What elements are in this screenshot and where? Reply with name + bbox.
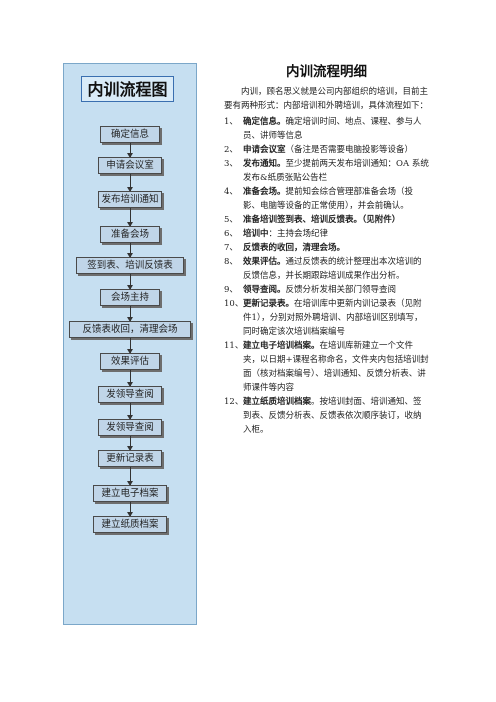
flow-step-prepare-venue: 准备会场 bbox=[100, 226, 160, 243]
flow-step-publish-notice: 发布培训通知 bbox=[98, 191, 162, 208]
flowchart-panel: 内训流程图 确定信息 申请会议室 发布培训通知 准备会场 签到表、培训反馈表 会… bbox=[63, 63, 197, 625]
flow-arrow bbox=[127, 436, 133, 451]
list-item: 11、建立电子培训档案。在培训库新建立一个文件夹，以日期+课程名称命名，文件夹内… bbox=[224, 341, 429, 393]
flow-arrow bbox=[127, 274, 133, 290]
flow-step-host-session: 会场主持 bbox=[100, 289, 160, 306]
list-item: 3、发布通知。至少提前两天发布培训通知：OA 系统发布&纸质张贴公告栏 bbox=[224, 159, 429, 183]
flow-step-leader-review-1: 发领导查阅 bbox=[98, 386, 162, 403]
flow-step-electronic-archive: 建立电子档案 bbox=[93, 485, 167, 502]
list-item: 5、准备培训签到表、培训反馈表。（见附件） bbox=[224, 215, 401, 225]
list-item: 12、建立纸质培训档案。按培训封面、培训通知、签到表、反馈分析表、反馈表依次顺序… bbox=[224, 397, 422, 435]
list-item: 8、效果评估。通过反馈表的统计整理出本次培训的反馈信息，并长期跟踪培训成果作出分… bbox=[224, 257, 422, 281]
flow-step-apply-meeting-room: 申请会议室 bbox=[98, 157, 162, 174]
document-title: 内训流程明细 bbox=[286, 64, 367, 80]
list-item: 2、申请会议室（备注是否需要电脑投影等设备） bbox=[224, 145, 414, 155]
flow-step-confirm-info: 确定信息 bbox=[100, 126, 160, 143]
flow-step-evaluate: 效果评估 bbox=[100, 353, 160, 370]
flow-step-paper-archive: 建立纸质档案 bbox=[93, 516, 167, 533]
flow-step-collect-feedback: 反馈表收回，清理会场 bbox=[69, 321, 191, 338]
flow-arrow bbox=[127, 243, 133, 258]
flow-arrow bbox=[127, 502, 133, 517]
flow-step-leader-review-2: 发领导查阅 bbox=[98, 419, 162, 436]
flow-step-update-record: 更新记录表 bbox=[98, 450, 162, 467]
list-item: 9、领导查阅。反馈分析发相关部门领导查阅 bbox=[224, 285, 397, 295]
flow-arrow bbox=[127, 338, 133, 354]
flow-arrow bbox=[127, 174, 133, 192]
flow-arrow bbox=[127, 306, 133, 322]
flow-arrow bbox=[127, 403, 133, 420]
list-item: 10、更新记录表。在培训库中更新内训记录表（见附件1），分别对照外聘培训、内部培… bbox=[224, 299, 423, 337]
intro-paragraph: 内训，顾名思义就是公司内部组织的培训，目前主要有两种形式：内部培训和外聘培训，具… bbox=[224, 87, 429, 111]
process-list: 1、确定信息。确定培训时间、地点、课程、参与人员、讲师等信息 2、申请会议室（备… bbox=[224, 115, 429, 437]
flow-arrow bbox=[127, 143, 133, 158]
flowchart-title: 内训流程图 bbox=[81, 76, 174, 102]
flow-arrow bbox=[127, 370, 133, 387]
list-item: 1、确定信息。确定培训时间、地点、课程、参与人员、讲师等信息 bbox=[224, 117, 422, 141]
flow-step-sign-in-feedback-forms: 签到表、培训反馈表 bbox=[76, 257, 184, 274]
list-item: 7、反馈表的收回，清理会场。 bbox=[224, 243, 346, 253]
list-item: 4、准备会场。提前知会综合管理部准备会场（投影、电脑等设备的正常使用），并会前确… bbox=[224, 187, 414, 211]
flow-arrow bbox=[127, 467, 133, 486]
process-details: 内训流程明细 内训，顾名思义就是公司内部组织的培训，目前主要有两种形式：内部培训… bbox=[224, 63, 429, 437]
flow-arrow bbox=[127, 208, 133, 227]
list-item: 6、培训中：主持会场纪律 bbox=[224, 229, 329, 239]
